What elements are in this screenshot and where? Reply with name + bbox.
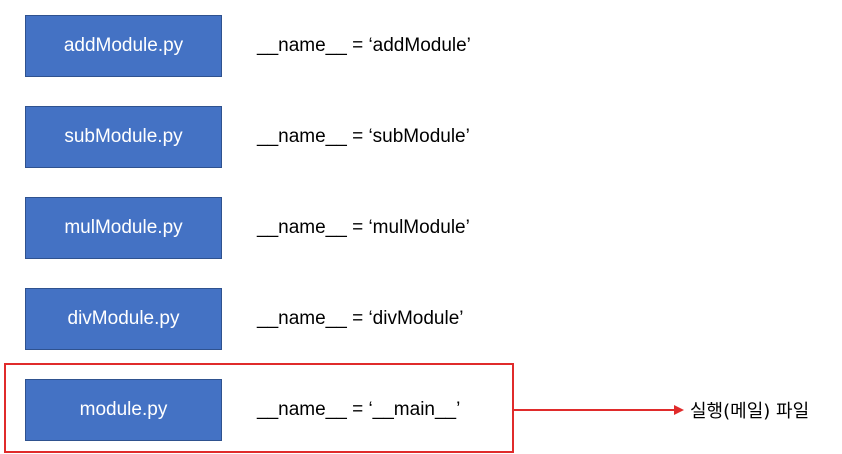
module-file-box: addModule.py — [25, 15, 222, 77]
name-assignment-text: __name__ = ‘mulModule’ — [257, 217, 470, 238]
name-assignment-text: __name__ = ‘addModule’ — [257, 35, 471, 56]
module-file-box: divModule.py — [25, 288, 222, 350]
module-file-box: subModule.py — [25, 106, 222, 168]
callout-label: 실행(메일) 파일 — [690, 401, 810, 422]
name-assignment-text: __name__ = ‘subModule’ — [257, 126, 470, 147]
module-file-box: mulModule.py — [25, 197, 222, 259]
name-assignment-text: __name__ = ‘divModule’ — [257, 308, 464, 329]
callout-arrow — [514, 405, 684, 415]
name-assignment-text: __name__ = ‘__main__’ — [257, 399, 461, 420]
module-file-box: module.py — [25, 379, 222, 441]
main-module-highlight-frame — [4, 363, 514, 453]
